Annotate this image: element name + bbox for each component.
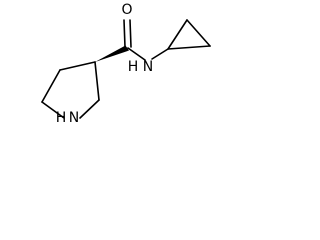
- carbonyl-bond-2: [129, 19, 132, 48]
- ring-nitrogen-label: N: [69, 110, 79, 126]
- ring-bond-c2-c3: [94, 61, 100, 101]
- amide-bond: [127, 47, 146, 61]
- carbonyl-bond-1: [123, 19, 126, 48]
- ring-hydrogen-label: H: [56, 110, 67, 126]
- stereo-wedge-bond: [95, 45, 129, 62]
- ring-bond-n1-c2: [79, 99, 100, 119]
- amide-nitrogen-label: N: [143, 59, 153, 75]
- cyclopropyl-bond-2: [186, 19, 211, 47]
- ring-bond-c5-n1: [41, 101, 65, 119]
- n-cyclopropyl-bond: [151, 48, 169, 60]
- structure-diagram: O N H N H: [41, 2, 211, 126]
- cyclopropyl-bond-1: [167, 19, 188, 50]
- ring-bond-c4-c3: [59, 61, 96, 71]
- carbonyl-oxygen-label: O: [121, 2, 132, 18]
- ring-bond-c4-c5: [41, 69, 61, 103]
- amide-hydrogen-label: H: [128, 59, 139, 75]
- cyclopropyl-bond-3: [167, 45, 211, 50]
